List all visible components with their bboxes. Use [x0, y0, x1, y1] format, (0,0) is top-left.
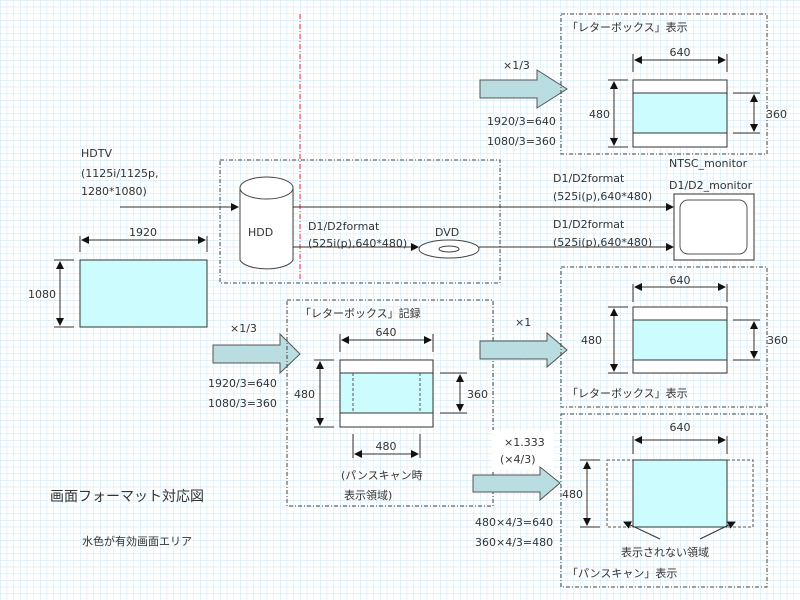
panscan-calc-1: 480×4/3=640 — [475, 516, 553, 529]
record-width-label: 640 — [376, 326, 397, 339]
scale-arrow-top — [479, 69, 568, 109]
record-height-label: 480 — [294, 388, 315, 401]
dvd-label: DVD — [435, 226, 459, 239]
panscan-active-area — [632, 459, 728, 528]
record-calc-2: 1080/3=360 — [208, 397, 277, 410]
scale-arrow-record — [212, 332, 301, 375]
legend-note: 水色が有効画面エリア — [82, 534, 192, 548]
mid-scale: ×1 — [515, 316, 531, 329]
monitor-input2-2: (525i(p),640*480) — [553, 236, 652, 249]
record-panscan-note-1: (パンスキャン時 — [341, 469, 423, 482]
recording-group: ×1/3 1920/3=640 1080/3=360 「レターボックス」記録 6… — [208, 299, 494, 507]
source-height-label: 1080 — [28, 288, 56, 301]
monitor-label-1: NTSC_monitor — [669, 157, 748, 170]
top-letterbox-group: ×1/3 1920/3=640 1080/3=360 「レターボックス」表示 6… — [479, 13, 787, 155]
top-calc-1: 1920/3=640 — [487, 115, 556, 128]
mid-letterbox-group: ×1 640 480 360 「レターボックス」表示 — [479, 266, 788, 408]
record-title: 「レターボックス」記録 — [300, 306, 421, 320]
mid-letterbox-box — [560, 266, 768, 408]
mid-letterbox-title: 「レターボックス」表示 — [567, 386, 688, 400]
hidden-pointer-right — [699, 521, 736, 540]
dvd-icon — [418, 239, 480, 259]
source-width-label: 1920 — [129, 226, 157, 239]
hdd-icon — [239, 176, 294, 270]
monitor-input1-2: (525i(p),640*480) — [553, 190, 652, 203]
panscan-calc-2: 360×4/3=480 — [475, 536, 553, 549]
monitor-screen — [679, 199, 748, 255]
mid-active-label: 360 — [767, 334, 788, 347]
top-width-label: 640 — [670, 46, 691, 59]
record-active-area — [339, 372, 434, 414]
diagram-title: 画面フォーマット対応図 — [50, 489, 204, 505]
top-active-label: 360 — [766, 108, 787, 121]
panscan-hidden-label: 表示されない領域 — [621, 545, 709, 559]
mid-height-label: 480 — [581, 334, 602, 347]
monitor-icon — [673, 193, 755, 261]
panscan-scale-bg — [492, 430, 554, 470]
panscan-scale-1: ×1.333 — [504, 436, 545, 449]
storage-box — [219, 159, 501, 284]
monitor-input2-1: D1/D2format — [553, 218, 625, 231]
mid-width-label: 640 — [670, 274, 691, 287]
panscan-title: 「パンスキャン」表示 — [567, 566, 677, 580]
storage-format-1: D1/D2format — [308, 220, 380, 233]
recording-box — [286, 299, 494, 507]
monitor-group: D1/D2format (525i(p),640*480) D1/D2forma… — [553, 157, 755, 261]
hdd-label: HDD — [248, 226, 273, 239]
monitor-label-2: D1/D2_monitor — [669, 179, 753, 192]
storage-group: HDD D1/D2format (525i(p),640*480) DVD — [219, 159, 674, 284]
record-scale: ×1/3 — [230, 322, 257, 335]
panscan-scale-2: (×4/3) — [500, 453, 536, 466]
hdtv-frame — [79, 259, 208, 328]
top-height-label: 480 — [589, 108, 610, 121]
record-panscan-width: 480 — [376, 440, 397, 453]
top-active-area — [632, 92, 728, 134]
storage-format-2: (525i(p),640*480) — [308, 237, 407, 250]
top-letterbox-box — [560, 13, 768, 155]
source-label-2: (1125i/1125p, — [81, 167, 159, 180]
record-active-label: 360 — [467, 388, 488, 401]
scale-arrow-panscan — [472, 465, 561, 502]
source-label-1: HDTV — [81, 147, 112, 160]
top-scale: ×1/3 — [503, 59, 530, 72]
hidden-pointer-left — [623, 521, 661, 540]
record-panscan-note-2: 表示領域) — [344, 488, 392, 502]
panscan-box — [560, 413, 768, 588]
record-calc-1: 1920/3=640 — [208, 377, 277, 390]
monitor-input1-1: D1/D2format — [553, 172, 625, 185]
source-hdtv: HDTV (1125i/1125p, 1280*1080) 1920 1080 — [28, 147, 239, 328]
panscan-height-label: 480 — [562, 488, 583, 501]
mid-active-area — [632, 319, 728, 361]
panscan-width-label: 640 — [670, 421, 691, 434]
source-label-3: 1280*1080) — [81, 185, 147, 198]
top-letterbox-title: 「レターボックス」表示 — [567, 20, 688, 34]
top-calc-2: 1080/3=360 — [487, 135, 556, 148]
panscan-group: ×1.333 (×4/3) 480×4/3=640 360×4/3=480 64… — [472, 413, 768, 588]
scale-arrow-mid — [479, 331, 568, 369]
